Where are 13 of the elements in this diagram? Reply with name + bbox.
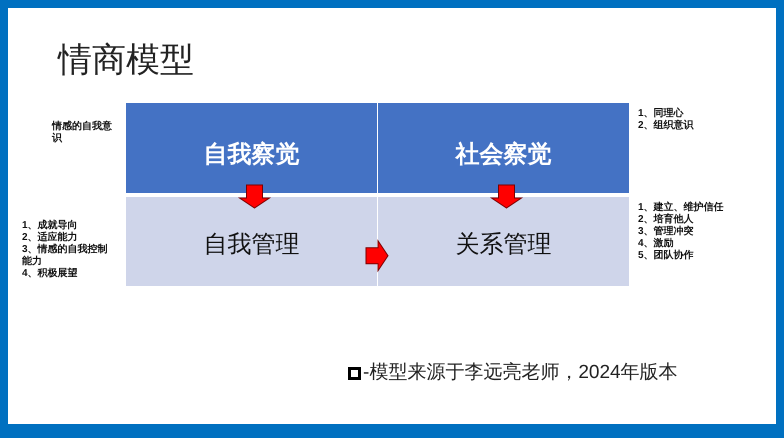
block-arrow <box>238 184 272 209</box>
title: 情商模型 <box>58 40 194 80</box>
source-note: -模型来源于李远亮老师，2024年版本 <box>363 362 678 384</box>
block-arrow <box>366 239 389 272</box>
side-note: 1、成就导向 2、适应能力 3、情感的自我控制能力 4、积极展望 <box>22 220 109 280</box>
block-arrow <box>490 184 524 209</box>
side-note: 情感的自我意识 <box>52 121 113 145</box>
header-cell: 自我察觉 <box>126 103 377 193</box>
content-cell: 自我管理 <box>126 197 377 286</box>
side-note: 1、建立、维护信任 2、培育他人 3、管理冲突 4、激励 5、团队协作 <box>638 202 725 262</box>
side-note: 1、同理心 2、组织意识 <box>638 108 695 132</box>
header-cell: 社会察觉 <box>378 103 629 193</box>
content-cell: 关系管理 <box>378 197 629 286</box>
